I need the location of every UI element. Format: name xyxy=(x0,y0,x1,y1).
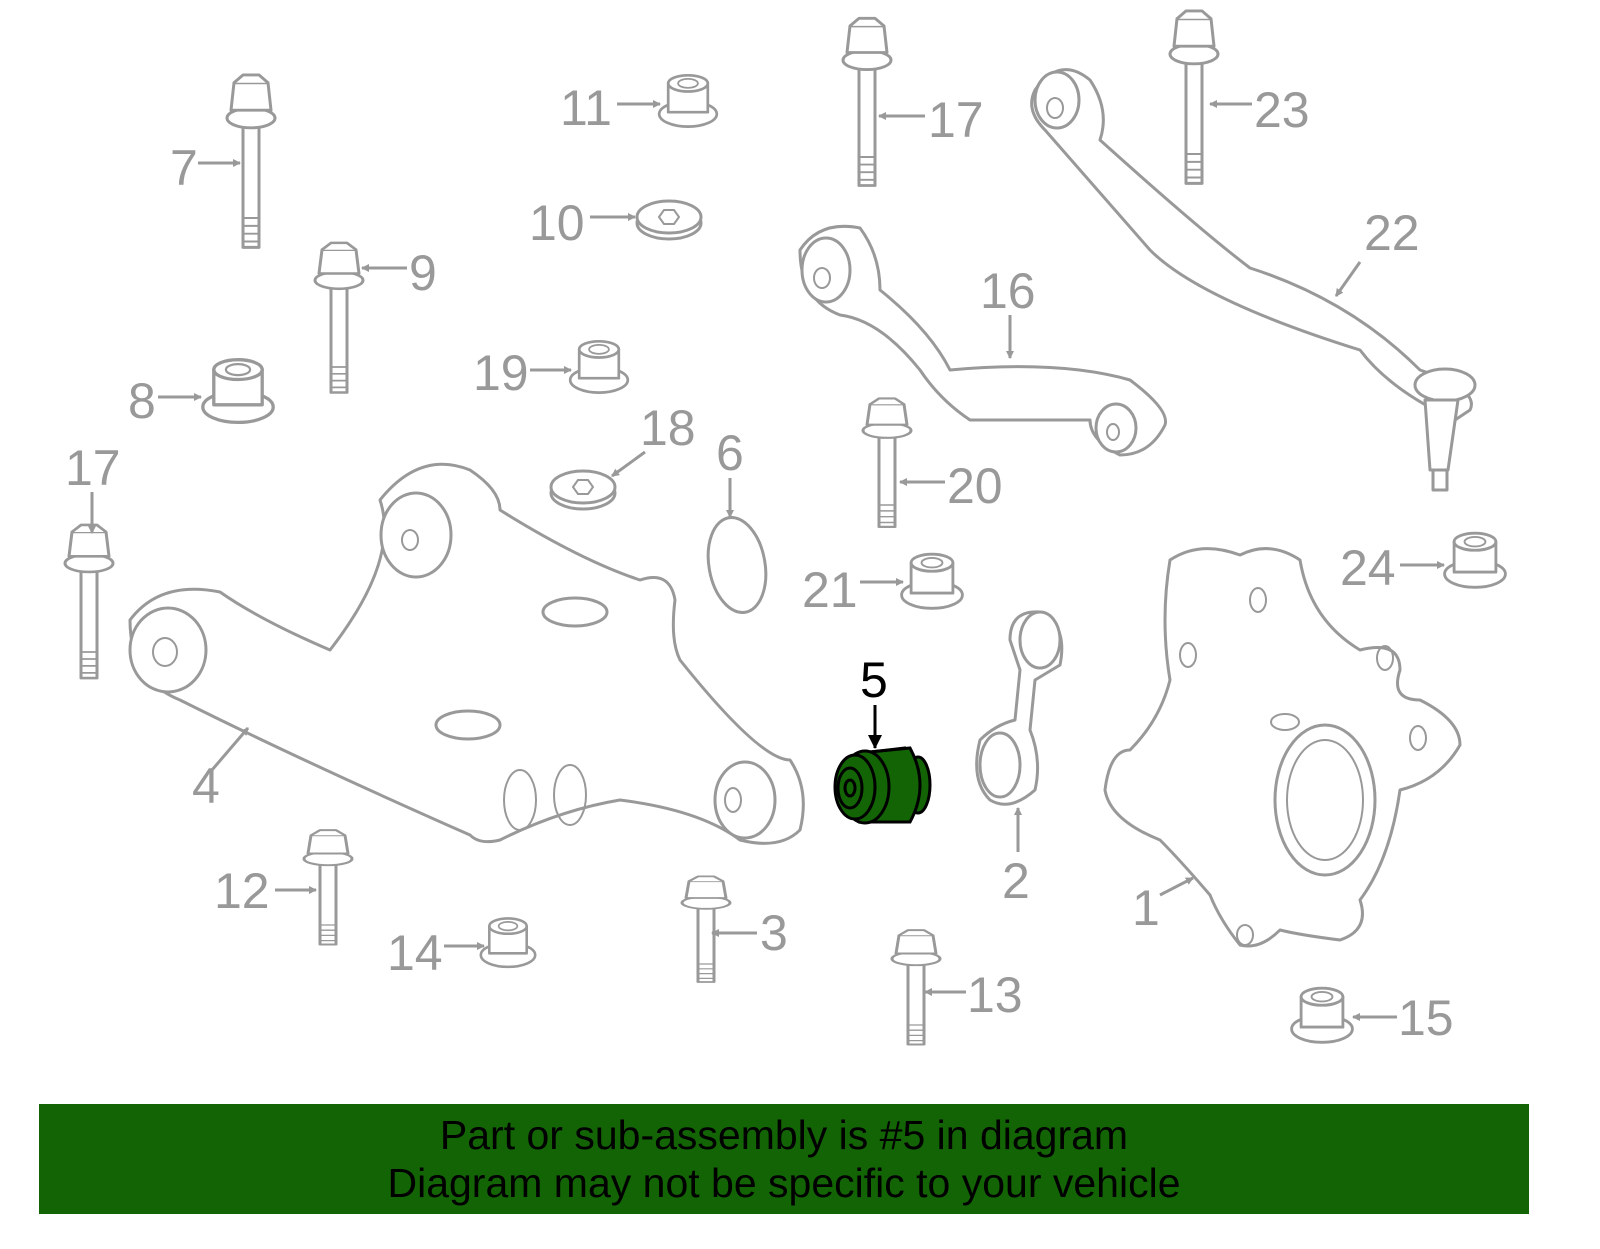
callout-18[interactable]: 18 xyxy=(640,400,696,456)
bolt-17-left xyxy=(63,523,115,680)
bolt-13 xyxy=(890,928,942,1046)
callout-13[interactable]: 13 xyxy=(967,967,1023,1023)
callout-24[interactable]: 24 xyxy=(1340,540,1396,596)
callout-10[interactable]: 10 xyxy=(529,195,585,251)
nut-24 xyxy=(1443,531,1507,589)
control-arm-22 xyxy=(1030,68,1477,492)
callout-5[interactable]: 5 xyxy=(860,652,888,708)
stabilizer-link-2 xyxy=(975,610,1064,806)
callout-1[interactable]: 1 xyxy=(1132,880,1160,936)
bolt-23 xyxy=(1168,9,1220,185)
callout-8[interactable]: 8 xyxy=(128,373,156,429)
callout-labels: 11 7 17 23 10 9 22 16 8 19 18 6 17 20 24… xyxy=(65,80,1454,1046)
callout-9[interactable]: 9 xyxy=(409,245,437,301)
callout-4[interactable]: 4 xyxy=(192,758,220,814)
callout-3[interactable]: 3 xyxy=(760,905,788,961)
highlight-banner: Part or sub-assembly is #5 in diagram Di… xyxy=(39,1104,1529,1214)
control-arm-4 xyxy=(128,462,805,845)
callout-14[interactable]: 14 xyxy=(387,925,443,981)
o-ring-6 xyxy=(706,515,768,615)
callout-21[interactable]: 21 xyxy=(802,562,858,618)
banner-line-1: Part or sub-assembly is #5 in diagram xyxy=(439,1112,1129,1158)
callout-7[interactable]: 7 xyxy=(170,140,198,196)
callout-23[interactable]: 23 xyxy=(1254,82,1310,138)
nut-19 xyxy=(568,339,630,394)
bolt-7 xyxy=(225,73,277,249)
nut-8 xyxy=(201,358,275,425)
callout-19[interactable]: 19 xyxy=(473,345,529,401)
callout-arrows xyxy=(88,100,1445,1021)
bolt-9 xyxy=(313,241,365,394)
nut-15 xyxy=(1290,986,1354,1044)
callout-11[interactable]: 11 xyxy=(560,80,612,136)
bolt-12 xyxy=(302,828,354,946)
nut-21 xyxy=(900,552,964,610)
washer-10 xyxy=(635,199,703,241)
callout-2[interactable]: 2 xyxy=(1002,853,1030,909)
bolt-20 xyxy=(861,396,913,529)
callout-22[interactable]: 22 xyxy=(1364,205,1420,261)
callout-20[interactable]: 20 xyxy=(947,458,1003,514)
callout-12[interactable]: 12 xyxy=(214,863,270,919)
banner-line-2: Diagram may not be specific to your vehi… xyxy=(387,1160,1181,1206)
callout-17-top[interactable]: 17 xyxy=(928,92,984,148)
bolt-3 xyxy=(680,874,732,984)
control-arm-16 xyxy=(798,224,1168,457)
nut-14 xyxy=(479,917,537,969)
callout-6[interactable]: 6 xyxy=(716,425,744,481)
bolt-17-top xyxy=(841,16,893,187)
callout-16[interactable]: 16 xyxy=(980,263,1036,319)
wheel-knuckle-1 xyxy=(1103,547,1462,948)
bushing-5-highlighted[interactable] xyxy=(833,746,932,825)
callout-17-left[interactable]: 17 xyxy=(65,440,121,496)
callout-15[interactable]: 15 xyxy=(1398,990,1454,1046)
nut-11 xyxy=(657,73,719,128)
washer-18 xyxy=(549,469,617,511)
